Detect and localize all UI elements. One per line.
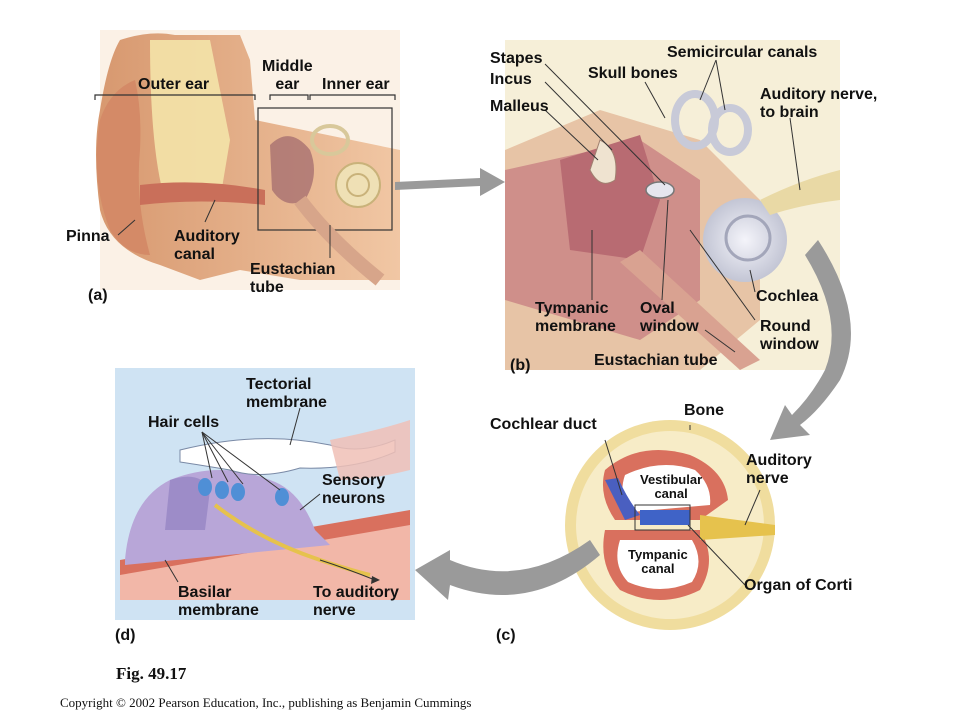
- label-malleus: Malleus: [490, 98, 549, 115]
- panel-label-a: (a): [88, 287, 108, 304]
- label-inner-ear: Inner ear: [322, 76, 390, 93]
- label-eustachian-tube-a: Eustachian tube: [250, 261, 336, 296]
- label-bone: Bone: [684, 402, 724, 419]
- label-cochlea: Cochlea: [756, 288, 819, 305]
- label-hair-cells: Hair cells: [148, 414, 220, 431]
- panel-label-d: (d): [115, 627, 136, 644]
- panel-label-c: (c): [496, 627, 516, 644]
- label-oval-window: Oval window: [640, 300, 699, 335]
- arrow-b-to-c: [770, 240, 851, 440]
- label-sensory-neurons: Sensory neurons: [322, 472, 386, 507]
- label-auditory-canal: Auditory canal: [174, 228, 240, 263]
- label-tectorial-membrane: Tectorial membrane: [246, 376, 327, 411]
- copyright-notice: Copyright © 2002 Pearson Education, Inc.…: [60, 695, 472, 710]
- label-pinna: Pinna: [66, 228, 110, 245]
- figure-caption: Fig. 49.17: [116, 664, 187, 683]
- panel-d-illustration: [115, 368, 415, 620]
- label-incus: Incus: [490, 71, 532, 88]
- label-basilar-membrane: Basilar membrane: [178, 584, 259, 619]
- label-cochlear-duct: Cochlear duct: [490, 416, 597, 433]
- label-to-auditory-nerve: To auditory nerve: [313, 584, 399, 619]
- label-round-window: Round window: [760, 318, 819, 353]
- label-skull-bones: Skull bones: [588, 65, 678, 82]
- label-auditory-nerve: Auditory nerve: [746, 452, 812, 487]
- label-organ-of-corti: Organ of Corti: [744, 577, 853, 594]
- panel-a-illustration: [94, 30, 400, 290]
- label-middle-ear: Middle ear: [262, 58, 313, 93]
- label-tympanic-canal: Tympanic canal: [628, 547, 688, 576]
- label-vestibular-canal: Vestibular canal: [640, 472, 703, 501]
- panel-c-illustration: [565, 420, 775, 630]
- label-tympanic-membrane: Tympanic membrane: [535, 300, 616, 335]
- panel-b-illustration: [505, 40, 840, 370]
- label-auditory-nerve-to-brain: Auditory nerve, to brain: [760, 86, 878, 121]
- panel-label-b: (b): [510, 357, 531, 374]
- label-stapes: Stapes: [490, 50, 543, 67]
- label-outer-ear: Outer ear: [138, 76, 210, 93]
- label-eustachian-tube-b: Eustachian tube: [594, 352, 718, 369]
- arrow-a-to-b: [395, 168, 505, 196]
- arrow-c-to-d: [415, 540, 600, 600]
- label-semicircular-canals: Semicircular canals: [667, 44, 818, 61]
